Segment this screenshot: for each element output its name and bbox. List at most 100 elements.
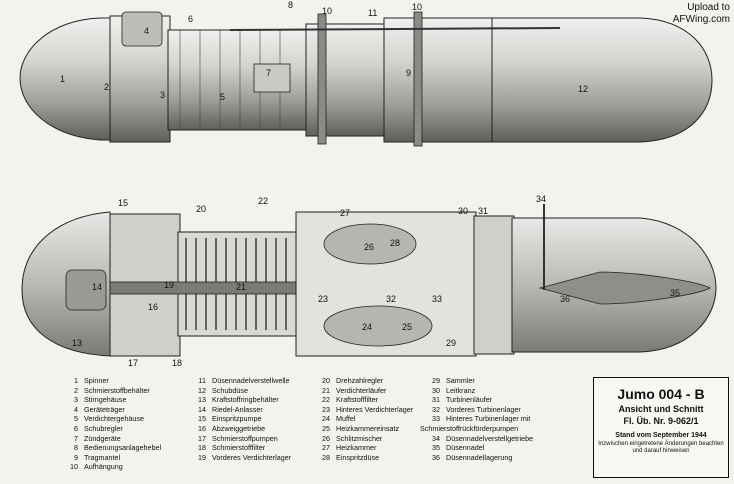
drawing-note: Inzwischen eingetretene Änderungen beach… [598,441,724,454]
callout-5: 5 [220,92,225,102]
callout-20: 20 [196,204,206,214]
callout-24: 24 [362,322,372,332]
callout-31: 31 [478,206,488,216]
mounting-band-1 [317,13,327,145]
callout-4: 4 [144,26,149,36]
combustion-chamber-upper [323,223,417,265]
gearbox-housing [121,11,163,47]
intake-spinner [19,17,113,141]
mounting-band-2 [413,11,423,147]
callout-21: 21 [236,282,246,292]
callout-35: 35 [670,288,680,298]
callout-10b: 10 [412,2,422,12]
callout-10a: 10 [322,6,332,16]
nozzle-adjust-shaft [229,27,561,31]
callouts-bottom: 13 14 15 16 17 18 19 20 21 22 23 24 25 2… [72,194,680,368]
drawing-title: Jumo 004 - B [617,386,705,402]
callout-12: 12 [578,84,588,94]
engine-illustration: 1 2 3 4 5 6 7 8 9 10 10 11 12 13 14 15 1… [19,0,717,368]
callout-6: 6 [188,14,193,24]
callout-27: 27 [340,208,350,218]
nozzle-needle [538,271,711,305]
watermark: Upload to AFWing.com [673,2,730,26]
callout-28: 28 [390,238,400,248]
callout-17: 17 [128,358,138,368]
callout-1: 1 [60,74,65,84]
combustion-chamber-lower [323,305,433,347]
turbine-casing [383,17,495,143]
callout-18: 18 [172,358,182,368]
title-block: Jumo 004 - B Ansicht und Schnitt Fl. Üb.… [593,377,729,478]
callout-29: 29 [446,338,456,348]
callout-34: 34 [536,194,546,204]
callout-26: 26 [364,242,374,252]
cut-turbine [473,215,515,355]
callout-30: 30 [458,206,468,216]
callout-13: 13 [72,338,82,348]
callout-2: 2 [104,82,109,92]
callout-3: 3 [160,90,165,100]
watermark-line-1: Upload to [687,2,730,13]
callout-16: 16 [148,302,158,312]
callout-33: 33 [432,294,442,304]
callout-15: 15 [118,198,128,208]
exhaust-nozzle [491,17,713,143]
callout-7: 7 [266,68,271,78]
callout-22: 22 [258,196,268,206]
callout-19: 19 [164,280,174,290]
drawing-reference: Fl. Üb. Nr. 9-062/1 [623,416,699,426]
watermark-line-2: AFWing.com [672,14,730,25]
drawing-subtitle: Ansicht und Schnitt [618,404,704,414]
ignition-box [253,63,291,93]
callout-32: 32 [386,294,396,304]
callouts-top: 1 2 3 4 5 6 7 8 9 10 10 11 12 [60,0,588,102]
drawing-date: Stand vom September 1944 [615,432,707,439]
exterior-view [19,11,713,147]
callout-14: 14 [92,282,102,292]
callout-11: 11 [368,8,377,18]
callout-8: 8 [288,0,293,10]
callout-23: 23 [318,294,328,304]
callout-36: 36 [560,294,570,304]
